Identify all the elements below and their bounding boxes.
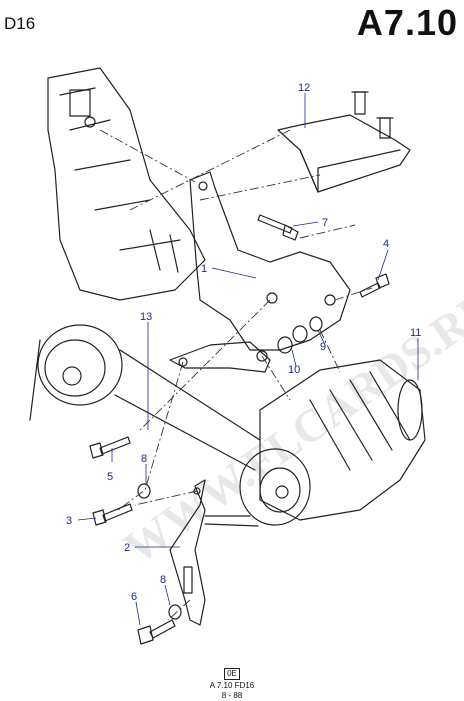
bolt-3 [92, 503, 133, 526]
mounting-bracket-12 [277, 91, 411, 193]
callout-3: 3 [66, 515, 72, 527]
bolt-6 [137, 619, 176, 645]
callout-12: 12 [298, 82, 310, 94]
callout-5: 5 [107, 471, 113, 483]
callout-labels: 12 7 4 1 13 11 9 10 8 5 3 2 8 6 [66, 82, 421, 603]
callout-13: 13 [140, 311, 152, 323]
washer-8-upper [137, 483, 151, 499]
leader-lines [77, 93, 419, 626]
washers-9-10 [277, 316, 323, 354]
bolt-5 [89, 436, 131, 459]
model-code: D16 [4, 14, 36, 33]
washer-8-lower [168, 604, 182, 620]
callout-8-upper: 8 [141, 453, 147, 465]
adjuster-bracket-2 [169, 479, 206, 626]
alternator-11 [204, 359, 426, 527]
callout-4: 4 [383, 238, 389, 250]
crank-pulley-13 [29, 324, 261, 471]
callout-2: 2 [124, 542, 130, 554]
callout-9: 9 [320, 341, 326, 353]
assembly-lines [99, 129, 373, 621]
main-bracket-1 [169, 171, 351, 373]
engine-block-outline [47, 67, 206, 301]
footer-box-label: 0E [224, 668, 240, 680]
callout-1: 1 [201, 263, 207, 275]
footer-ref-code: A 7.10 FD16 [209, 681, 255, 690]
section-code: A7.10 [356, 2, 458, 43]
bolt-4 [359, 273, 390, 298]
callout-7: 7 [322, 217, 328, 229]
watermark-text: WWW.FLCARDS.RU [115, 279, 464, 573]
bolt-7 [257, 214, 299, 241]
callout-6: 6 [131, 591, 137, 603]
callout-11: 11 [410, 327, 421, 339]
callout-10: 10 [288, 364, 300, 376]
footer-date-code: 8 - 88 [221, 691, 243, 700]
diagram-footer: 0E A 7.10 FD16 8 - 88 [0, 663, 464, 701]
callout-8-lower: 8 [160, 574, 166, 586]
